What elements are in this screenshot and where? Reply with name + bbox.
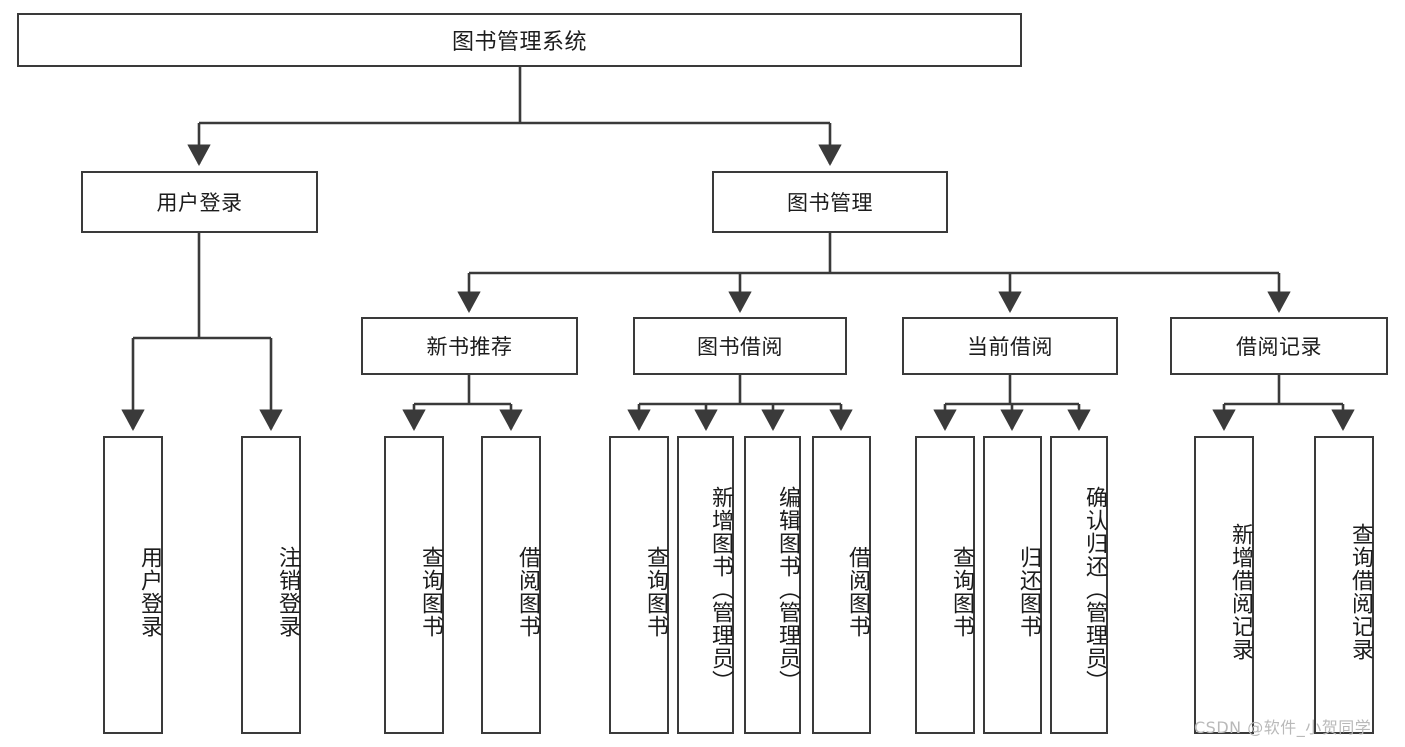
node-book-management[interactable]: 图书管理: [712, 171, 948, 233]
node-book-borrow[interactable]: 图书借阅: [633, 317, 847, 375]
node-root-system[interactable]: 图书管理系统: [17, 13, 1022, 67]
node-label: 图书管理系统: [451, 30, 587, 55]
leaf-borrow-edit-book-admin[interactable]: 编辑图书（管理员）: [744, 436, 801, 734]
node-label: 查询图书: [949, 546, 974, 638]
node-label: 查询图书: [643, 546, 668, 638]
node-label: 图书管理: [787, 191, 873, 215]
leaf-user-login-login[interactable]: 用户登录: [103, 436, 163, 734]
leaf-recommend-query-book[interactable]: 查询图书: [384, 436, 444, 734]
node-label: 用户登录: [156, 191, 243, 215]
node-label: 图书借阅: [697, 335, 783, 359]
leaf-user-login-logout[interactable]: 注销登录: [241, 436, 301, 734]
node-borrow-record[interactable]: 借阅记录: [1170, 317, 1388, 375]
node-label: 归还图书: [1016, 546, 1041, 638]
leaf-borrow-query-book[interactable]: 查询图书: [609, 436, 669, 734]
leaf-record-add-record[interactable]: 新增借阅记录: [1194, 436, 1254, 734]
node-label: 当前借阅: [967, 335, 1053, 359]
leaf-current-query-book[interactable]: 查询图书: [915, 436, 975, 734]
node-label: 借阅图书: [845, 546, 870, 638]
node-label: 用户登录: [137, 546, 162, 638]
node-label: 编辑图书（管理员）: [775, 485, 800, 693]
leaf-recommend-borrow-book[interactable]: 借阅图书: [481, 436, 541, 734]
node-label: 新书推荐: [426, 335, 513, 359]
node-label: 确认归还（管理员）: [1082, 485, 1107, 693]
leaf-current-confirm-return-admin[interactable]: 确认归还（管理员）: [1050, 436, 1108, 734]
node-label: 借阅记录: [1236, 335, 1322, 359]
node-current-borrow[interactable]: 当前借阅: [902, 317, 1118, 375]
node-label: 查询借阅记录: [1348, 523, 1373, 661]
leaf-borrow-borrow-book[interactable]: 借阅图书: [812, 436, 871, 734]
node-label: 注销登录: [275, 546, 300, 638]
node-label: 新增借阅记录: [1228, 523, 1253, 661]
node-new-book-recommend[interactable]: 新书推荐: [361, 317, 578, 375]
leaf-record-query-record[interactable]: 查询借阅记录: [1314, 436, 1374, 734]
node-user-login[interactable]: 用户登录: [81, 171, 318, 233]
leaf-borrow-add-book-admin[interactable]: 新增图书（管理员）: [677, 436, 734, 734]
node-label: 查询图书: [418, 546, 443, 638]
node-label: 借阅图书: [515, 546, 540, 638]
node-label: 新增图书（管理员）: [708, 485, 733, 693]
leaf-current-return-book[interactable]: 归还图书: [983, 436, 1042, 734]
